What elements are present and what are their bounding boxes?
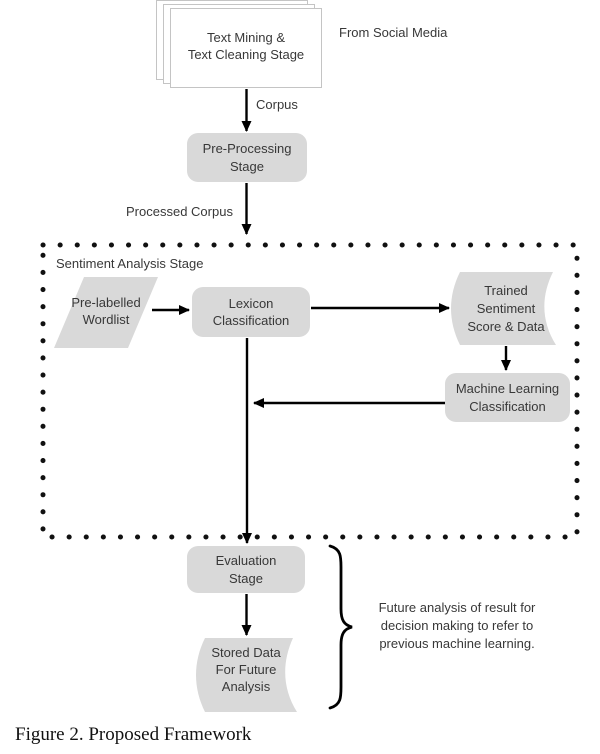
label-corpus: Corpus xyxy=(256,97,298,112)
label-from-social-media: From Social Media xyxy=(339,25,448,40)
node-machine-learning-classification: Machine Learning Classification xyxy=(445,373,570,422)
node-lexicon-classification: Lexicon Classification xyxy=(192,287,310,337)
figure-caption: Figure 2. Proposed Framework xyxy=(15,724,252,745)
node-prelabelled-wordlist-label: Pre-labelled Wordlist xyxy=(71,295,141,327)
curly-brace xyxy=(328,544,353,710)
stacked-page-front xyxy=(170,8,322,88)
label-processed-corpus: Processed Corpus xyxy=(126,204,233,219)
node-trained-sentiment-label: Trained Sentiment Score & Data xyxy=(467,283,545,334)
node-evaluation-stage: Evaluation Stage xyxy=(187,546,305,593)
brace-annotation: Future analysis of result for decision m… xyxy=(378,600,536,651)
label-sentiment-analysis-stage: Sentiment Analysis Stage xyxy=(56,256,204,271)
node-preprocessing: Pre-Processing Stage xyxy=(187,133,307,182)
node-text-mining-label: Text Mining & Text Cleaning Stage xyxy=(187,30,305,62)
node-stored-data-label: Stored Data For Future Analysis xyxy=(211,645,281,694)
